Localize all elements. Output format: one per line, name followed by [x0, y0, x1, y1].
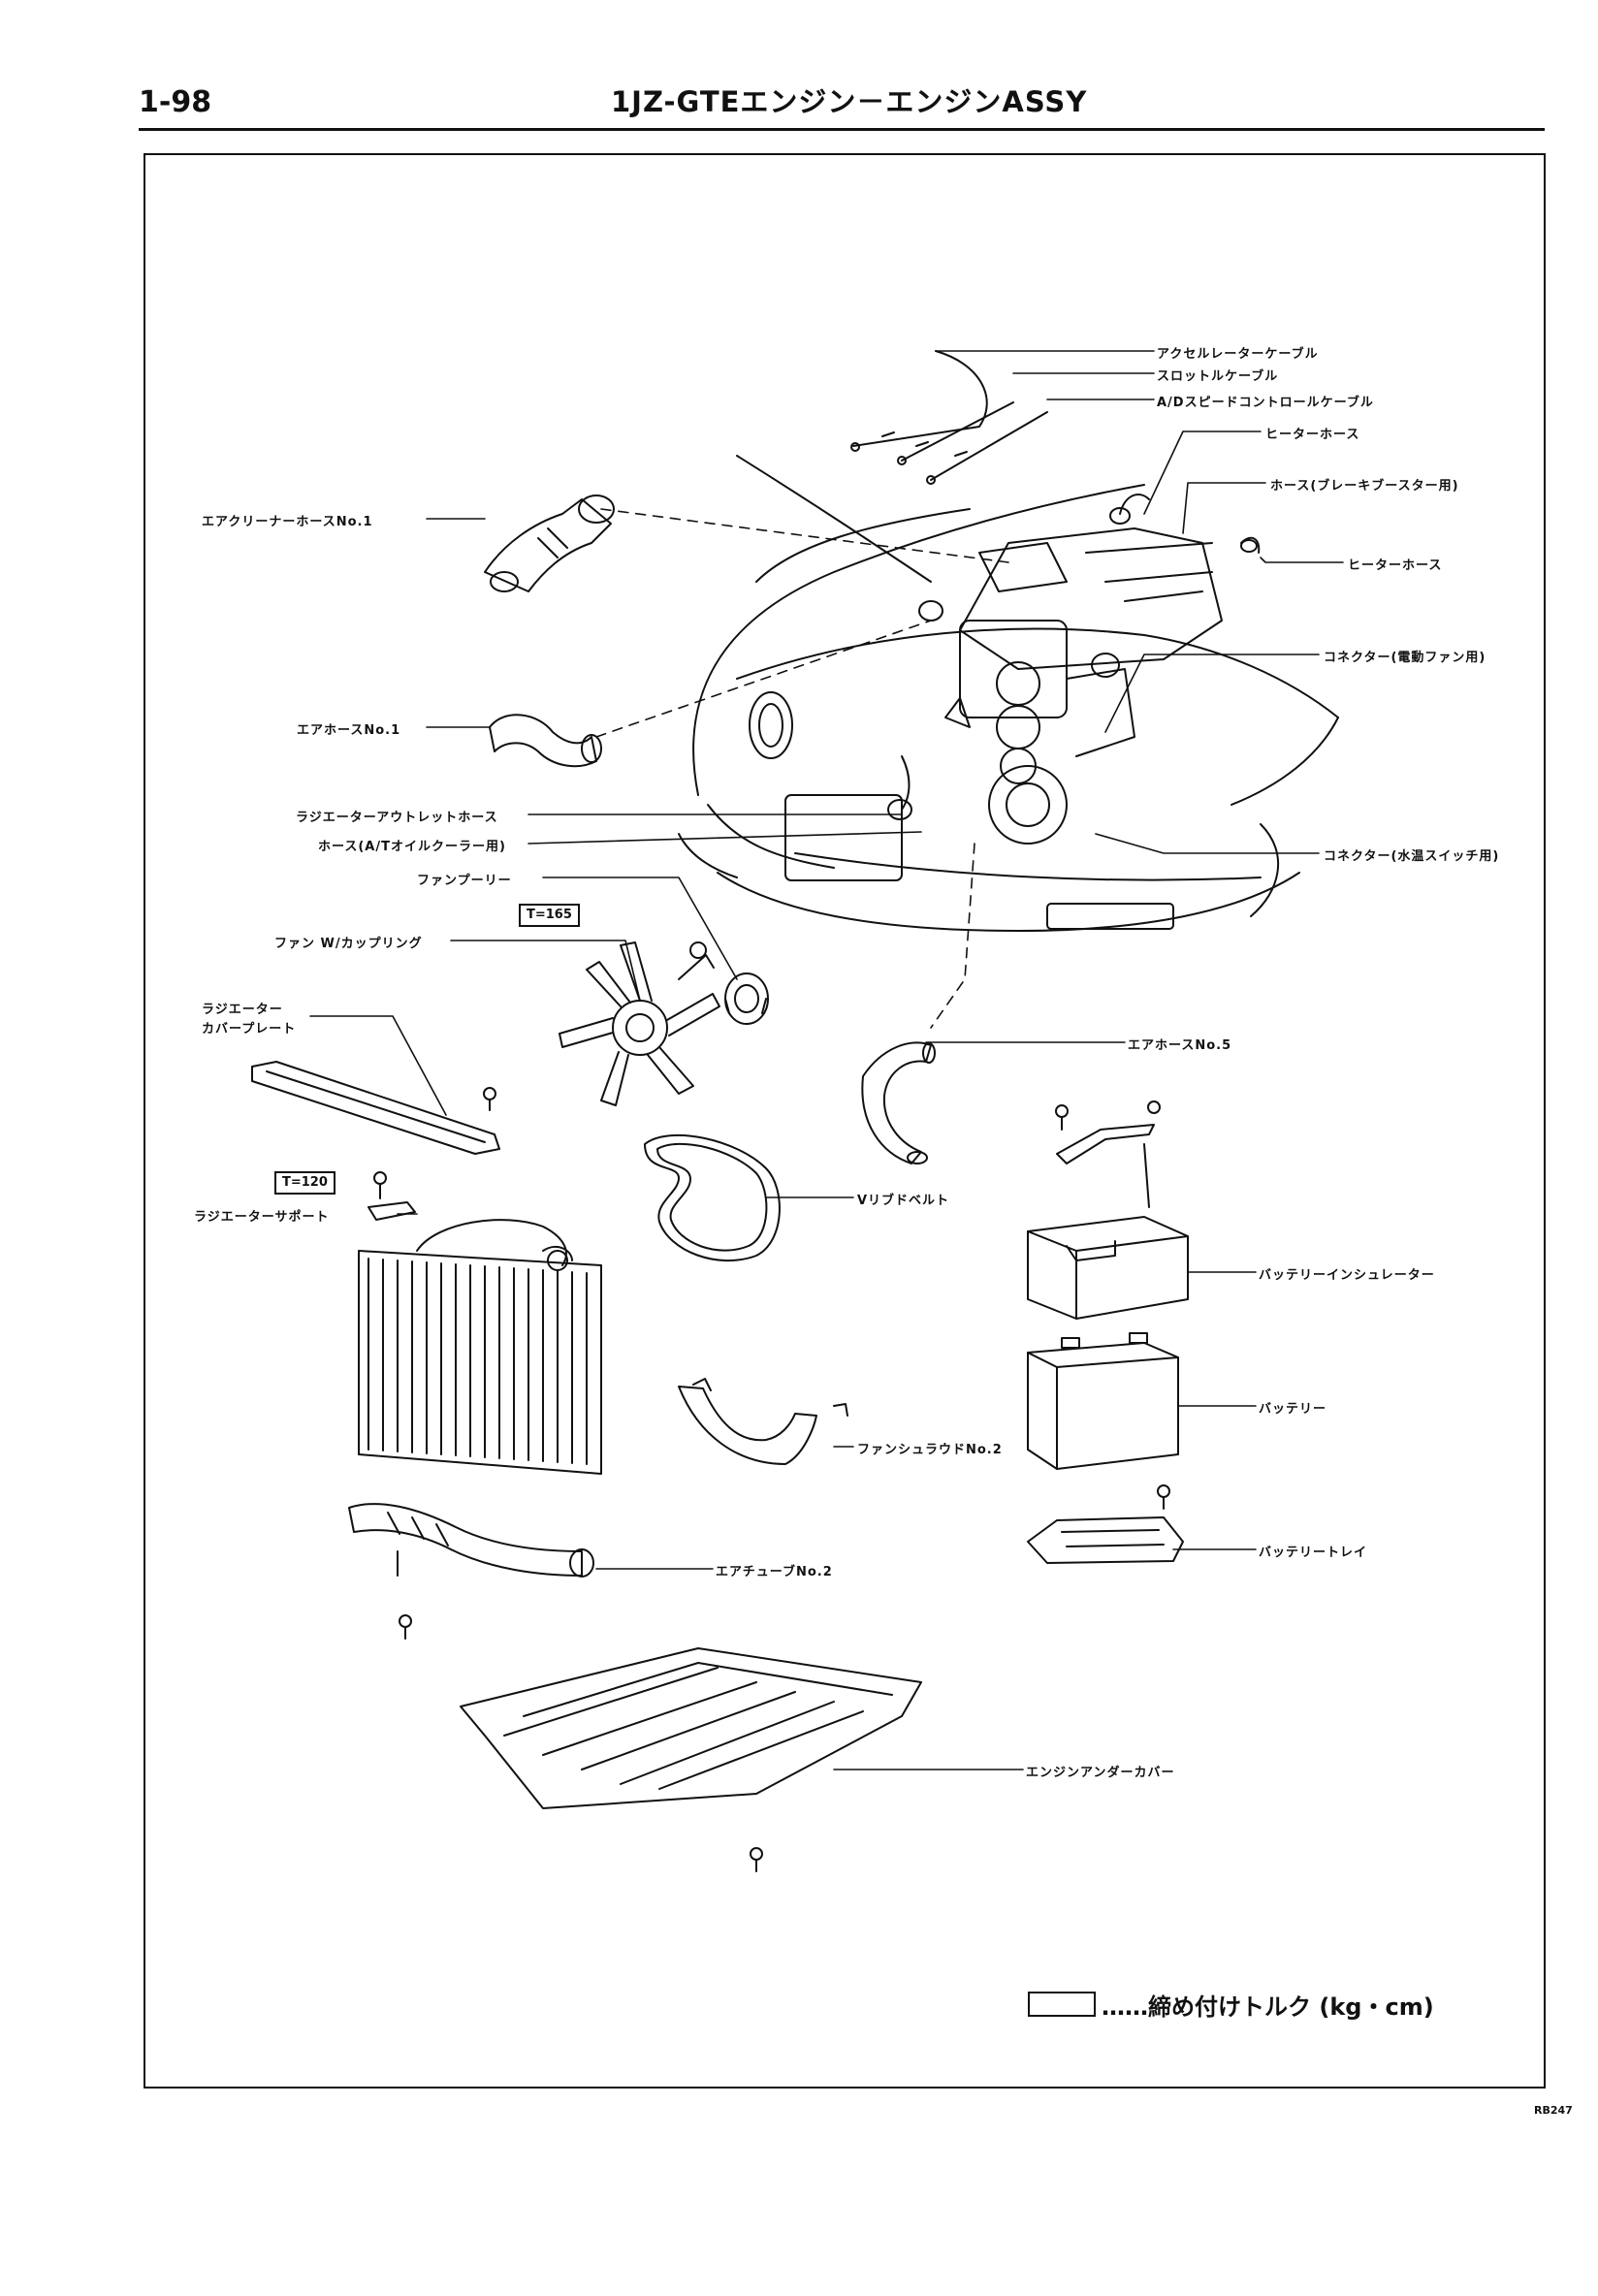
label-v-ribbed-belt: Vリブドベルト — [857, 1194, 950, 1208]
leader-lines — [309, 350, 1344, 1770]
heater-hose-part — [1109, 494, 1261, 554]
fan-shroud-2-part — [678, 1378, 848, 1465]
label-fan-pulley: ファンプーリー — [417, 874, 512, 888]
battery-part — [1027, 1332, 1179, 1470]
figure-code: RB247 — [1534, 2104, 1573, 2117]
page-number: 1-98 — [139, 85, 212, 119]
label-brake-booster-hose: ホース(ブレーキブースター用) — [1270, 479, 1459, 494]
label-fan-shroud-2: ファンシュラウドNo.2 — [857, 1443, 1003, 1457]
diagram-frame — [144, 153, 1546, 2089]
label-air-cleaner-hose: エアクリーナーホースNo.1 — [202, 515, 373, 529]
v-ribbed-belt-part — [644, 1133, 781, 1262]
label-radiator-outlet-hose: ラジエーターアウトレットホース — [296, 811, 498, 825]
label-battery-tray: バッテリートレイ — [1259, 1546, 1368, 1560]
label-air-hose-5: エアホースNo.5 — [1128, 1038, 1232, 1053]
torque-radiator-support: T=120 — [274, 1171, 336, 1195]
vehicle-body-outline — [678, 455, 1339, 932]
label-air-tube-2: エアチューブNo.2 — [716, 1565, 833, 1579]
battery-tray-part — [1027, 1484, 1184, 1564]
battery-insulator-part — [1027, 1216, 1189, 1320]
label-air-hose-1: エアホースNo.1 — [297, 723, 401, 738]
assembly-dashed-lines — [595, 508, 1009, 1029]
air-cleaner-hose-part — [484, 494, 615, 592]
label-radiator-cover-plate-line1: ラジエーター — [202, 1003, 283, 1017]
label-throttle-cable: スロットルケーブル — [1157, 369, 1279, 384]
legend-torque-box — [1028, 1992, 1096, 2017]
air-hose-5-part — [861, 1041, 936, 1164]
label-connector-water-temp: コネクター(水温スイッチ用) — [1324, 849, 1500, 864]
radiator-part — [358, 1219, 602, 1475]
label-connector-fan: コネクター(電動ファン用) — [1324, 651, 1486, 665]
fan-coupling-part — [559, 941, 720, 1106]
fan-pulley-part — [724, 973, 769, 1025]
label-heater-hose-lower: ヒーターホース — [1348, 558, 1443, 573]
label-battery: バッテリー — [1259, 1402, 1327, 1417]
label-at-oil-cooler-hose: ホース(A/Tオイルクーラー用) — [318, 840, 506, 854]
page-title: 1JZ-GTEエンジン－エンジンASSY — [611, 85, 1088, 118]
legend-torque-text: ……締め付けトルク (kg・cm) — [1102, 1993, 1434, 2021]
torque-fan-nut: T=165 — [519, 904, 580, 927]
radiator-support-part — [368, 1171, 416, 1221]
header-rule — [139, 128, 1545, 131]
engine-under-cover-part — [460, 1647, 922, 1872]
air-hose-1-part — [489, 714, 602, 768]
label-heater-hose-upper: ヒーターホース — [1265, 428, 1360, 442]
label-ad-speed-control-cable: A/Dスピードコントロールケーブル — [1157, 396, 1374, 410]
label-battery-insulator: バッテリーインシュレーター — [1259, 1268, 1435, 1283]
label-radiator-cover-plate-line2: カバープレート — [202, 1022, 297, 1036]
cables-group — [850, 350, 1048, 485]
engine-assembly — [887, 527, 1223, 845]
label-radiator-support: ラジエーターサポート — [194, 1210, 330, 1225]
label-fan-coupling: ファン W/カップリング — [274, 937, 423, 951]
label-accelerator-cable: アクセルレーターケーブル — [1157, 347, 1319, 362]
label-engine-under-cover: エンジンアンダーカバー — [1026, 1766, 1175, 1780]
radiator-cover-plate-part — [251, 1061, 500, 1155]
battery-hold-down-part — [1055, 1100, 1161, 1208]
air-tube-2-part — [348, 1503, 594, 1640]
